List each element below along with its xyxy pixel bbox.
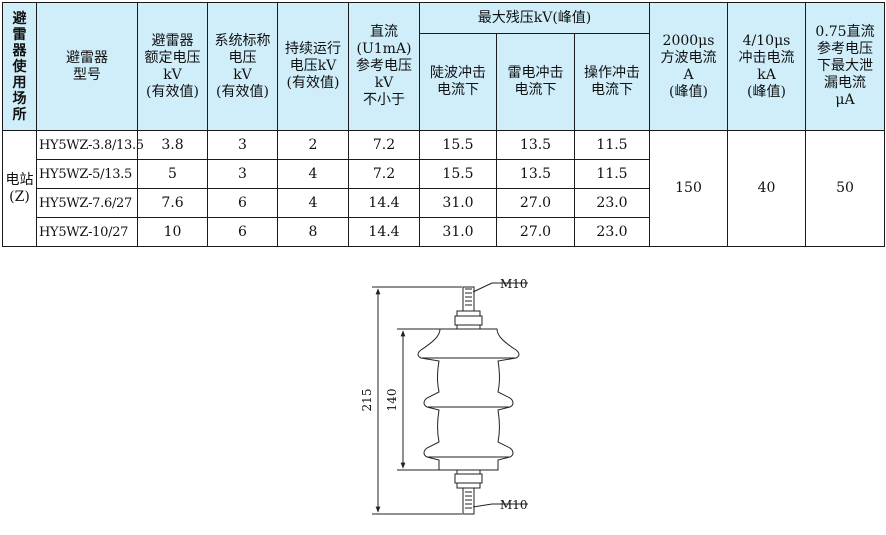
top-thread-label: M10 [500, 277, 528, 291]
model-cell: HY5WZ-7.6/27 [36, 188, 138, 218]
lightning-cell: 27.0 [496, 217, 575, 247]
switching-cell: 23.0 [573, 188, 651, 218]
rated-cell: 3.8 [137, 130, 208, 160]
continuous-cell: 2 [277, 130, 349, 160]
place-cell: 电站(Z) [2, 130, 37, 247]
overall-height-dimension [372, 286, 462, 515]
lightning-cell: 13.5 [496, 130, 575, 160]
square-wave-cell: 150 [649, 130, 729, 247]
table-row: HY5WZ-10/27 10 6 8 14.4 31.0 27.0 23.0 [3, 217, 885, 247]
bottom-thread-leader [472, 503, 493, 508]
header-continuous-voltage: 持续运行电压kV(有效值) [277, 2, 349, 131]
header-switching: 操作冲击电流下 [573, 33, 651, 131]
system-cell: 6 [207, 217, 278, 247]
table-row: HY5WZ-7.6/27 7.6 6 4 14.4 31.0 27.0 23.0 [3, 188, 885, 218]
top-thread-leader [472, 282, 493, 293]
body-height-dimension [397, 328, 440, 471]
continuous-cell: 4 [277, 188, 349, 218]
steep-cell: 31.0 [419, 217, 497, 247]
leakage-cell: 50 [805, 130, 886, 247]
dc-ref-cell: 14.4 [348, 217, 420, 247]
dc-ref-cell: 14.4 [348, 188, 420, 218]
body-height-label: 140 [385, 389, 399, 412]
header-residual-group: 最大残压kV(峰值) [418, 2, 651, 34]
impulse-cell: 40 [727, 130, 807, 247]
overall-height-label: 215 [360, 389, 374, 412]
continuous-cell: 8 [277, 217, 349, 247]
header-lightning: 雷电冲击电流下 [496, 33, 575, 131]
bottom-stud [454, 469, 483, 515]
model-cell: HY5WZ-10/27 [36, 217, 138, 247]
switching-cell: 23.0 [573, 217, 651, 247]
header-place: 避雷器使用场所 [2, 2, 37, 131]
steep-cell: 15.5 [419, 159, 497, 189]
switching-cell: 11.5 [573, 159, 651, 189]
arrester-body [417, 328, 520, 471]
bottom-thread-label: M10 [500, 498, 528, 512]
top-stud [454, 286, 483, 330]
